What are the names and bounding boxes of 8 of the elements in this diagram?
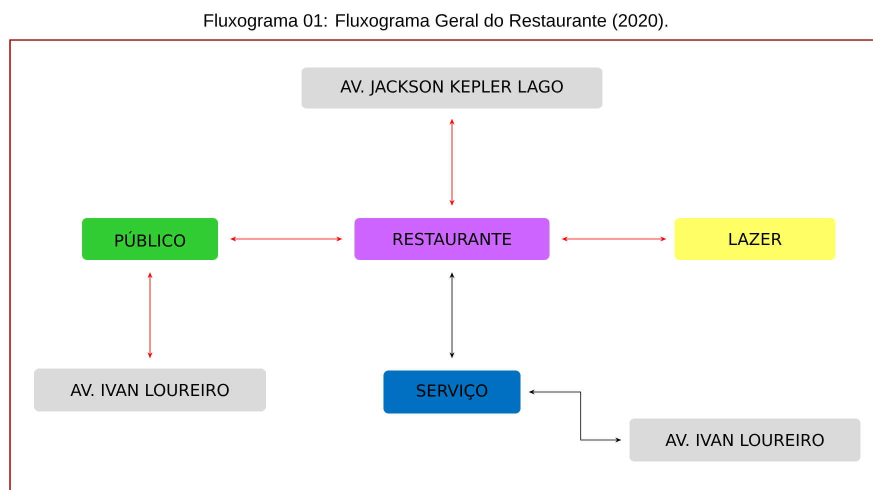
title: Fluxograma 01: Fluxograma Geral do Restaurante (2020).: [204, 14, 668, 30]
process-box: SERVIÇO: [384, 370, 520, 414]
process-box: LAZER: [674, 218, 836, 260]
process-box: RESTAURANTE: [354, 218, 550, 260]
process-box: AV. IVAN LOUREIRO: [34, 368, 266, 412]
process-box: PÚBLICO: [82, 218, 218, 260]
process-box: AV. IVAN LOUREIRO: [630, 418, 860, 462]
process-box: AV. JACKSON KEPLER LAGO: [302, 68, 602, 108]
